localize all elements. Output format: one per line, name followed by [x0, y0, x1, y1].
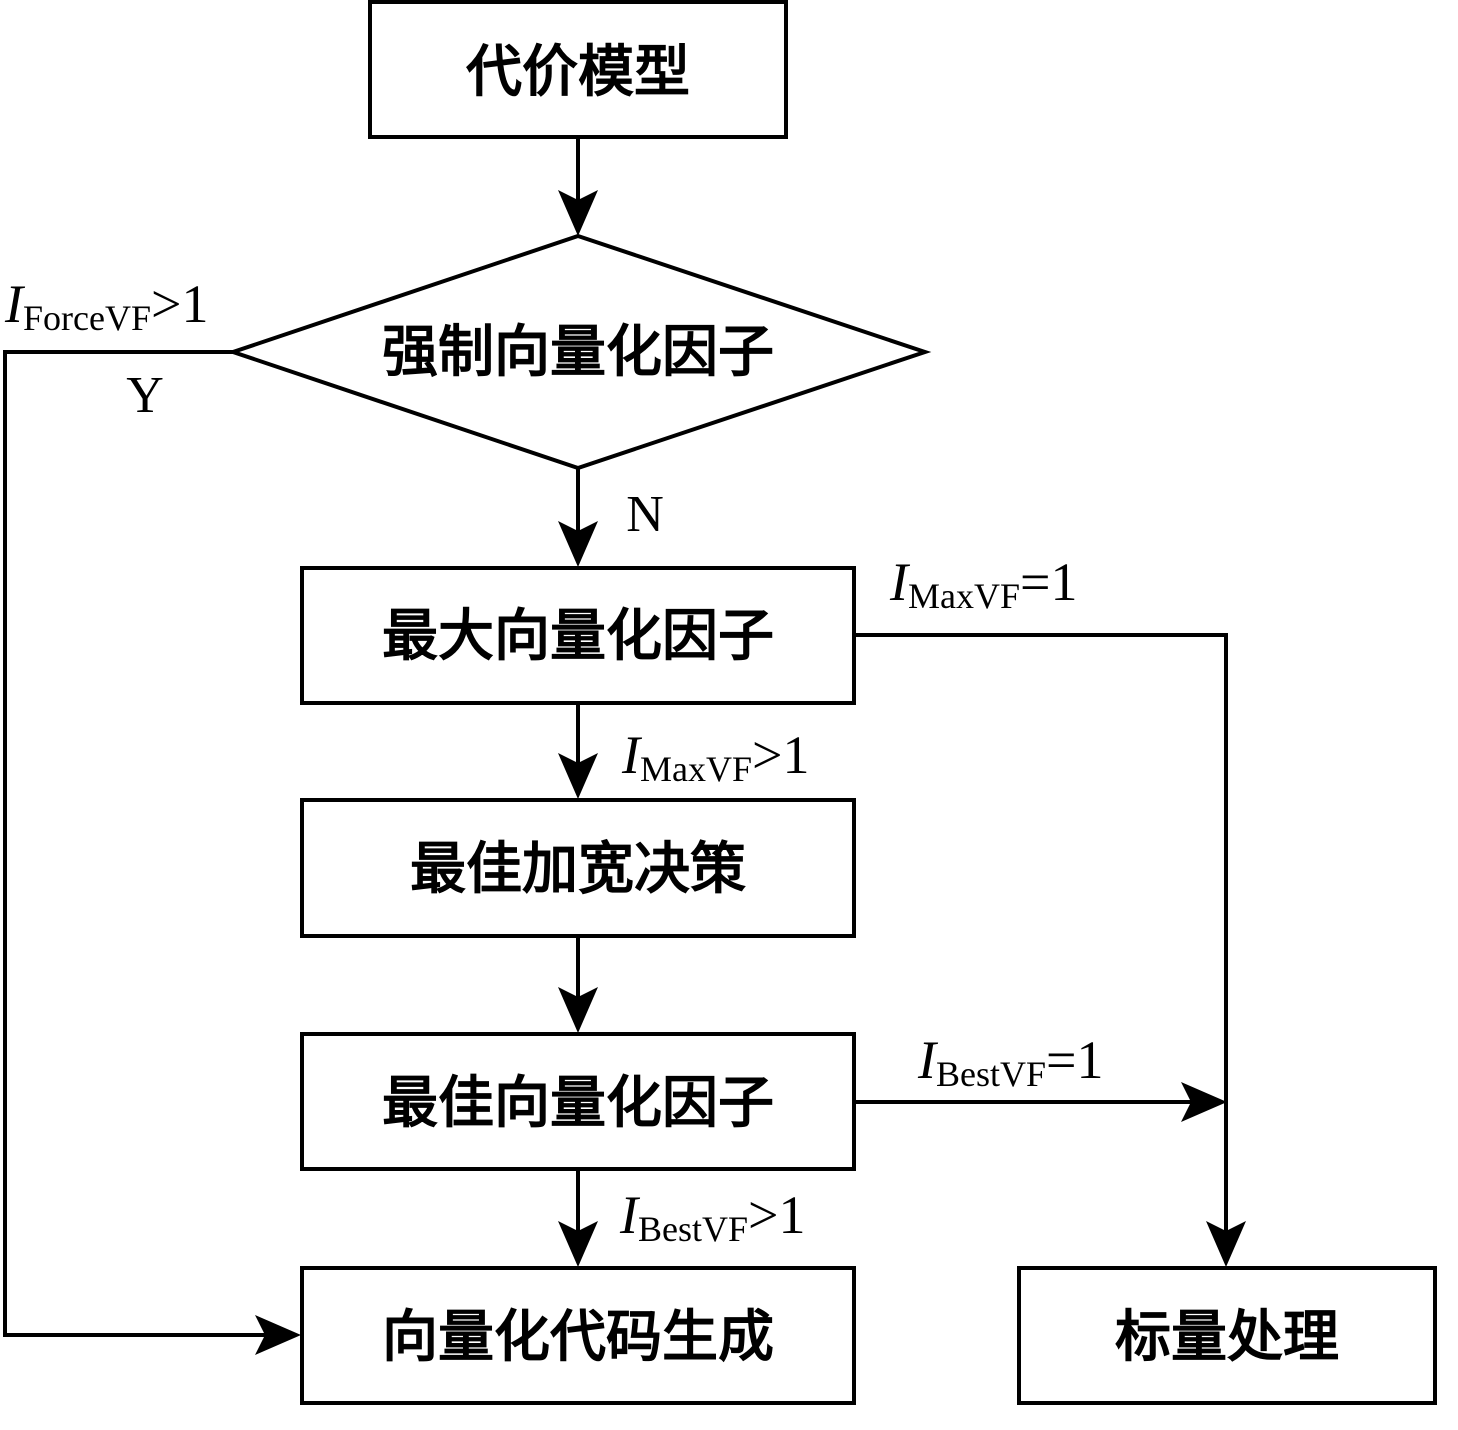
label-var: I [619, 1185, 641, 1245]
arrowhead-down [558, 987, 598, 1033]
label-subscript: MaxVF [908, 576, 1020, 616]
node-best-widening: 最佳加宽决策 [300, 798, 856, 938]
label-branch-yes: Y [126, 367, 164, 424]
max-vf-label: 最大向量化因子 [382, 603, 774, 669]
cost-model-box [368, 0, 788, 139]
best-vf-box [300, 1032, 856, 1171]
edge-cost-to-force [558, 137, 598, 236]
arrowhead-right [1181, 1082, 1227, 1122]
scalar-label: 标量处理 [1115, 1304, 1339, 1370]
label-force-vf-gt1: IForceVF>1 [4, 274, 208, 338]
label-best-vf-gt1: IBestVF>1 [619, 1185, 805, 1249]
node-max-vf: 最大向量化因子 [300, 566, 856, 705]
arrowhead-down [558, 753, 598, 799]
arrowhead-right [255, 1315, 301, 1355]
edge-force-no [558, 468, 598, 567]
label-subscript: MaxVF [640, 749, 752, 789]
label-branch-no: N [626, 486, 664, 543]
edge-max-to-widening [558, 703, 598, 799]
arrowhead-down [558, 1221, 598, 1267]
arrowhead-down [558, 190, 598, 236]
label-condition: >1 [748, 1185, 805, 1245]
node-vector-codegen: 向量化代码生成 [300, 1266, 856, 1405]
edge-max-eq1 [854, 633, 1246, 1267]
best-widening-label: 最佳加宽决策 [410, 836, 746, 902]
node-best-vf: 最佳向量化因子 [300, 1032, 856, 1171]
best-widening-box [300, 798, 856, 938]
max-vf-box [300, 566, 856, 705]
node-scalar: 标量处理 [1017, 1266, 1437, 1405]
arrowhead-down [558, 521, 598, 567]
edge-line [854, 633, 1228, 1233]
label-condition: >1 [752, 725, 809, 785]
cost-model-label: 代价模型 [465, 39, 690, 105]
label-max-vf-gt1: IMaxVF>1 [621, 725, 809, 789]
label-var: I [4, 274, 26, 334]
node-cost-model: 代价模型 [368, 0, 788, 139]
label-subscript: ForceVF [23, 298, 151, 338]
label-max-vf-eq1: IMaxVF=1 [889, 552, 1077, 616]
label-best-vf-eq1: IBestVF=1 [917, 1030, 1103, 1094]
edge-widening-to-best [558, 936, 598, 1033]
edge-line [3, 350, 268, 1337]
label-var: I [621, 725, 643, 785]
vector-codegen-box [300, 1266, 856, 1405]
scalar-box [1017, 1266, 1437, 1405]
node-force-vf-decision: 强制向量化因子 [226, 233, 932, 471]
best-vf-label: 最佳向量化因子 [382, 1070, 774, 1136]
arrowhead-down [1206, 1221, 1246, 1267]
label-subscript: BestVF [638, 1209, 748, 1249]
label-var: I [917, 1030, 939, 1090]
label-var: I [889, 552, 911, 612]
edge-best-to-codegen [558, 1169, 598, 1267]
label-condition: =1 [1046, 1030, 1103, 1090]
force-vf-label: 强制向量化因子 [382, 319, 774, 385]
label-subscript: BestVF [936, 1054, 1046, 1094]
vector-codegen-label: 向量化代码生成 [382, 1304, 774, 1370]
edge-force-yes [3, 350, 301, 1355]
edge-best-eq1 [854, 1082, 1227, 1122]
label-condition: >1 [151, 274, 208, 334]
label-condition: =1 [1020, 552, 1077, 612]
